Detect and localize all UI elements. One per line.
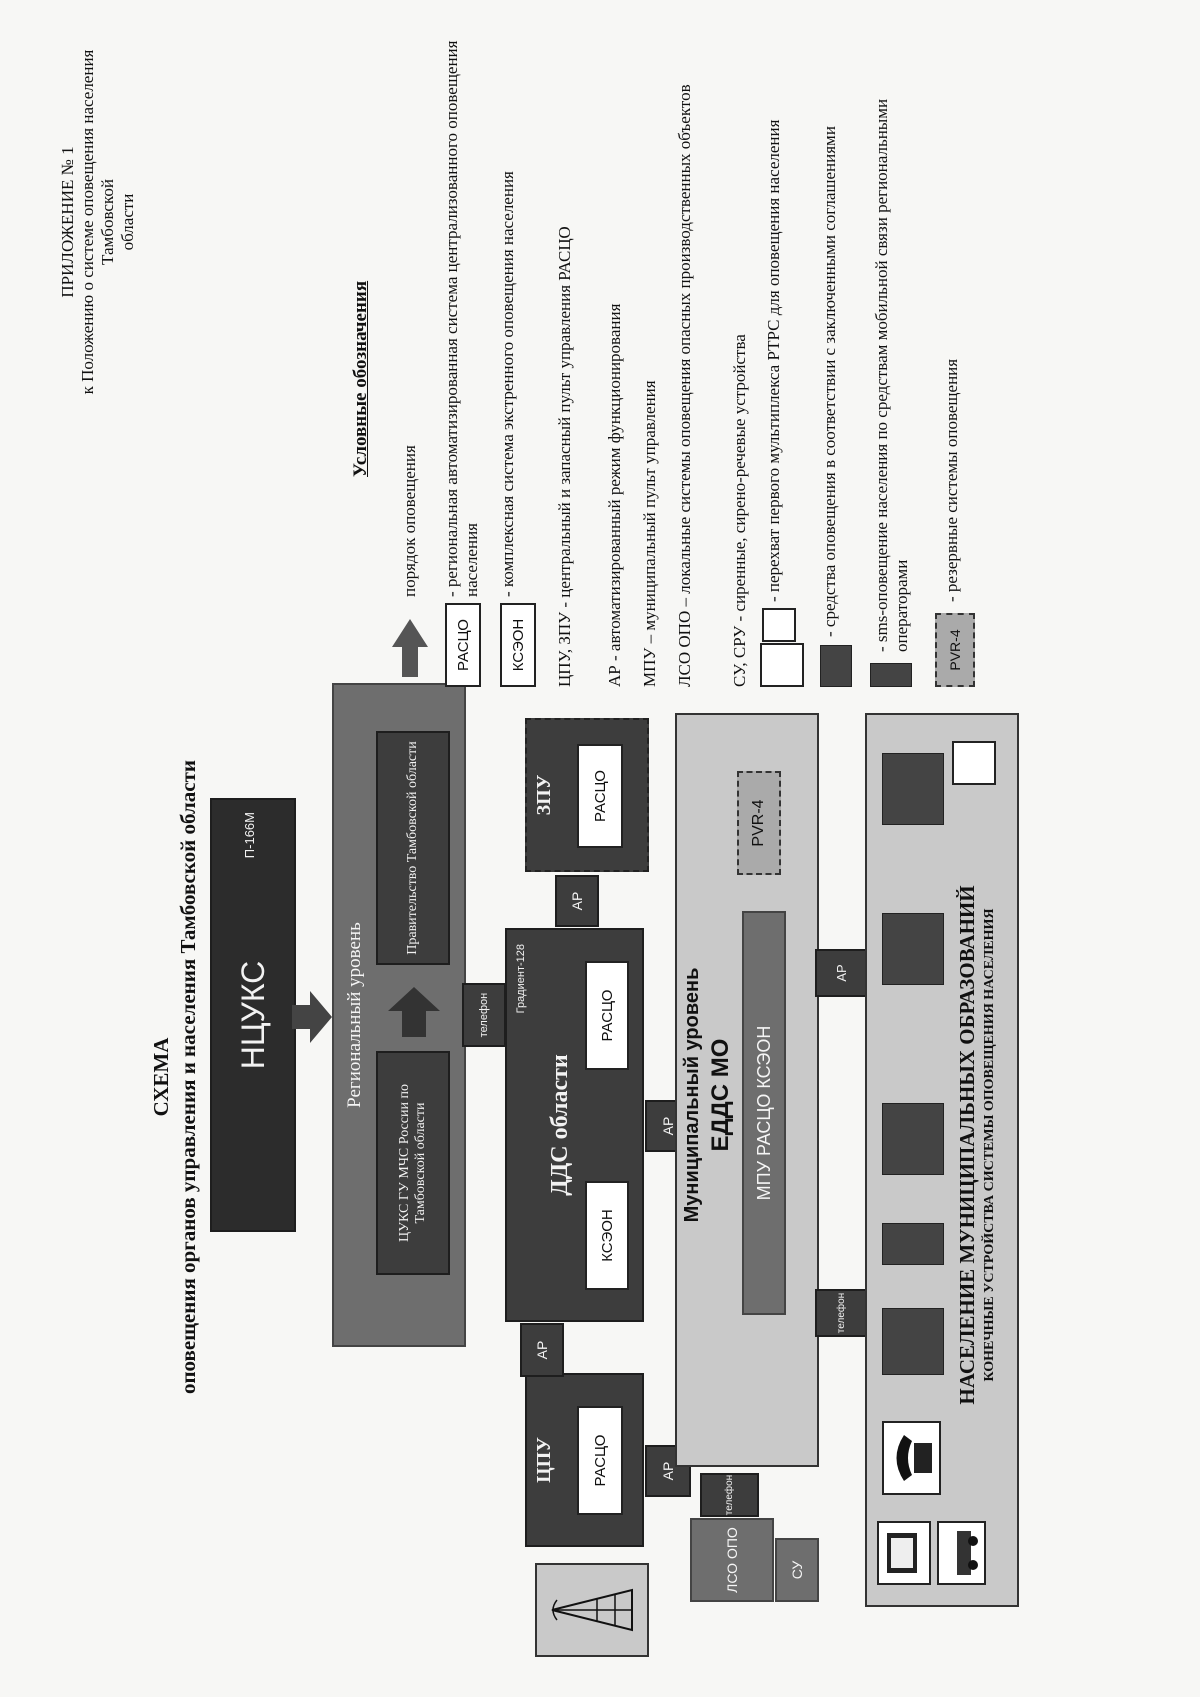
mpu-box: МПУ РАСЦО КСЭОН bbox=[742, 911, 786, 1315]
arrow-right-icon bbox=[388, 987, 440, 1037]
legend-item-order: порядок оповещения bbox=[400, 445, 419, 597]
appendix-header: ПРИЛОЖЕНИЕ № 1 к Положению о системе опо… bbox=[58, 22, 138, 422]
zpu-box: ЗПУ РАСЦО bbox=[525, 718, 649, 872]
government-label: Правительство Тамбовской области bbox=[405, 741, 420, 955]
population-subtitle: КОНЕЧНЫЕ УСТРОЙСТВА СИСТЕМЫ ОПОВЕЩЕНИЯ Н… bbox=[982, 908, 997, 1382]
dds-kseon-box: КСЭОН bbox=[585, 1181, 629, 1290]
arrow-down-icon bbox=[292, 991, 332, 1043]
radio-tower-icon bbox=[551, 1588, 633, 1632]
telephone-arrow: телефон bbox=[462, 983, 506, 1047]
population-box: НАСЕЛЕНИЕ МУНИЦИПАЛЬНЫХ ОБРАЗОВАНИЙ КОНЕ… bbox=[865, 713, 1019, 1607]
legend-title: Условные обозначения bbox=[350, 280, 371, 477]
siren-device-2-icon bbox=[882, 753, 944, 825]
car-icon bbox=[937, 1521, 986, 1585]
ar-label: АР bbox=[534, 1340, 550, 1360]
dds-rasco-box: РАСЦО bbox=[585, 961, 629, 1070]
ncuks-label: НЦУКС bbox=[234, 960, 271, 1070]
su-arrow: СУ bbox=[775, 1538, 819, 1602]
legend-item-kseon: - комплексная система экстренного оповещ… bbox=[498, 171, 517, 597]
ar-label-4: АР bbox=[660, 1116, 676, 1136]
siren-device-icon bbox=[882, 913, 944, 985]
legend-item-multiplex: - перехват первого мультиплекса РТРС для… bbox=[764, 119, 783, 602]
legend-item-su: СУ, СРУ - сиренные, сирено-речевые устро… bbox=[730, 334, 749, 687]
appendix-title: ПРИЛОЖЕНИЕ № 1 bbox=[58, 146, 77, 298]
ar-label-2: АР bbox=[569, 891, 585, 911]
legend-item-mpu: МПУ – муниципальный пульт управления bbox=[640, 380, 659, 687]
cuks-label: ЦУКС ГУ МЧС России по Тамбовской области bbox=[397, 1084, 428, 1242]
legend: Условные обозначения порядок оповещения … bbox=[350, 27, 1110, 687]
regional-level-box: Региональный уровень ЦУКС ГУ МЧС России … bbox=[332, 683, 466, 1347]
mpu-label: МПУ РАСЦО КСЭОН bbox=[753, 1025, 774, 1201]
scheme-title: СХЕМА bbox=[149, 1037, 173, 1117]
cpu-box: ЦПУ РАСЦО bbox=[525, 1373, 644, 1547]
legend-pvr-box: PVR-4 bbox=[935, 613, 975, 687]
legend-item-sms: - sms-оповещение населения по средствам … bbox=[872, 98, 911, 652]
zpu-label: ЗПУ bbox=[533, 774, 555, 816]
scheme-title-block: СХЕМА оповещения органов управления и на… bbox=[148, 577, 202, 1577]
ncuks-device-label: П-166М bbox=[242, 812, 257, 859]
speaker-device-icon bbox=[882, 1103, 944, 1175]
legend-item-reserve: - резервные системы оповещения bbox=[942, 358, 961, 602]
su-label: СУ bbox=[789, 1560, 805, 1580]
radio-station-icon bbox=[882, 1308, 944, 1375]
legend-item-lso: ЛСО ОПО – локальные системы оповещения о… bbox=[675, 84, 694, 687]
legend-rasco-box: РАСЦО bbox=[445, 603, 481, 687]
ar-arrow-dds-zpu: АР bbox=[555, 875, 599, 927]
legend-item-cpu: ЦПУ, ЗПУ - центральный и запасный пульт … bbox=[555, 226, 574, 687]
telephone-arrow-lso: телефон bbox=[700, 1473, 759, 1517]
tv-icon bbox=[877, 1521, 931, 1585]
legend-kseon-box: КСЭОН bbox=[500, 603, 536, 687]
cpu-label: ЦПУ bbox=[533, 1437, 555, 1483]
lso-label: ЛСО ОПО bbox=[724, 1527, 740, 1593]
ncuks-box: НЦУКС П-166М bbox=[210, 798, 296, 1232]
legend-monitor-icon bbox=[762, 608, 796, 642]
government-box: Правительство Тамбовской области bbox=[376, 731, 450, 965]
zpu-rasco-label: РАСЦО bbox=[591, 770, 609, 822]
ar-label-3: АР bbox=[660, 1461, 676, 1481]
cuks-box: ЦУКС ГУ МЧС России по Тамбовской области bbox=[376, 1051, 450, 1275]
legend-kseon-label: КСЭОН bbox=[509, 618, 527, 672]
legend-sms-phone-icon bbox=[870, 663, 912, 687]
pvr-box: PVR-4 bbox=[737, 771, 781, 875]
legend-item-agreements: - средства оповещения в соответствии с з… bbox=[820, 126, 839, 637]
telephone-icon bbox=[882, 1421, 941, 1495]
telephone-label: телефон bbox=[478, 992, 490, 1038]
telephone-label-3: телефон bbox=[835, 1292, 847, 1334]
loudspeaker-icon bbox=[952, 741, 996, 785]
dds-rasco-label: РАСЦО bbox=[598, 989, 616, 1042]
cpu-rasco-box: РАСЦО bbox=[577, 1406, 623, 1515]
ar-arrow-population: АР bbox=[815, 949, 867, 997]
municipal-level-box: Муниципальный уровень ЕДДС МО МПУ РАСЦО … bbox=[675, 713, 819, 1467]
ar-arrow-cpu-dds: АР bbox=[520, 1323, 564, 1377]
zpu-rasco-box: РАСЦО bbox=[577, 744, 623, 848]
legend-item-rasco: - региональная автоматизированная систем… bbox=[442, 40, 481, 597]
scheme-subtitle: оповещения органов управления и населени… bbox=[176, 759, 200, 1395]
cpu-rasco-label: РАСЦО bbox=[591, 1434, 609, 1487]
telephone-arrow-population: телефон bbox=[815, 1289, 867, 1337]
legend-tower-icon bbox=[760, 643, 804, 687]
regional-level-label: Региональный уровень bbox=[344, 922, 365, 1108]
ar-label-5: АР bbox=[833, 964, 849, 982]
dds-label: ДДС области bbox=[547, 1054, 573, 1196]
gradient-label: Градиент-128 bbox=[515, 944, 527, 1014]
legend-item-ar: АР - автоматизированный режим функционир… bbox=[605, 303, 624, 687]
appendix-line-2: области bbox=[118, 193, 137, 251]
dds-box: ДДС области Градиент-128 КСЭОН РАСЦО bbox=[505, 928, 644, 1322]
mobile-phone-icon bbox=[882, 1223, 944, 1265]
legend-pvr-label: PVR-4 bbox=[947, 629, 963, 671]
telephone-label-2: телефон bbox=[724, 1474, 735, 1516]
legend-agreement-icon bbox=[820, 645, 852, 687]
population-title: НАСЕЛЕНИЕ МУНИЦИПАЛЬНЫХ ОБРАЗОВАНИЙ bbox=[955, 885, 979, 1405]
tower-box bbox=[535, 1563, 649, 1657]
lso-opo-box: ЛСО ОПО bbox=[690, 1518, 774, 1602]
legend-rasco-label: РАСЦО bbox=[454, 619, 472, 671]
edds-label: ЕДДС МО bbox=[707, 1038, 734, 1152]
dds-kseon-label: КСЭОН bbox=[598, 1209, 616, 1262]
municipal-level-label: Муниципальный уровень bbox=[681, 967, 703, 1223]
pvr-label: PVR-4 bbox=[750, 799, 767, 847]
appendix-line-1: к Положению о системе оповещения населен… bbox=[78, 49, 117, 395]
legend-arrow-icon bbox=[392, 619, 428, 677]
